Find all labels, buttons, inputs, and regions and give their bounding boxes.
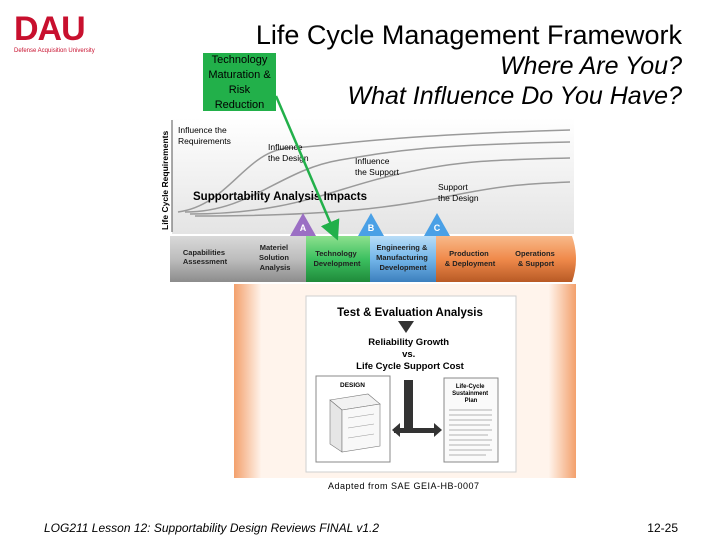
impacts-label: Supportability Analysis Impacts <box>193 191 367 203</box>
curve-support <box>189 157 571 215</box>
design-line <box>347 423 375 429</box>
phase-label-capabilities: Capabilities Assessment <box>183 248 228 266</box>
phase-technology <box>306 236 370 282</box>
plan-text-lines <box>449 409 492 456</box>
milestone-c-label: C <box>434 223 441 233</box>
milestone-b-label: B <box>368 223 375 233</box>
phase-label-emd: Engineering & Manufacturing Development <box>376 243 430 272</box>
phase-label-operations: Operations & Support <box>515 249 557 268</box>
milestone-a-label: A <box>300 223 307 233</box>
technology-maturation-callout: Technology Maturation & Risk Reduction <box>203 53 276 111</box>
curve-design <box>184 141 571 213</box>
milestone-b <box>358 213 384 236</box>
source-note: Adapted from SAE GEIA-HB-0007 <box>328 481 480 491</box>
callout-line: Reduction <box>214 99 265 111</box>
design-label: DESIGN <box>340 382 365 389</box>
footer-course: LOG211 Lesson 12: Supportability Design … <box>44 521 380 535</box>
y-axis-label: Life Cycle Requirements <box>160 131 170 230</box>
callout-line: Maturation & <box>208 69 271 81</box>
design-part-front <box>341 403 381 453</box>
phase-production <box>436 236 504 282</box>
phase-label-production: Production & Deployment <box>445 249 496 268</box>
curve-support-design <box>194 181 571 217</box>
callout-line: Technology <box>211 54 268 66</box>
te-down-arrow-icon <box>398 321 414 333</box>
milestone-c <box>424 213 450 236</box>
design-line <box>347 433 375 439</box>
callout-line: Risk <box>228 84 251 96</box>
plan-label: Life-Cycle Sustainment Plan <box>452 384 490 404</box>
curve-label-requirements: Influence the Requirements <box>178 125 231 146</box>
curve-label-support: Influence the Support <box>355 156 400 177</box>
design-line <box>347 413 375 419</box>
right-arrow-icon <box>434 423 442 437</box>
logo-text: DAU <box>14 10 86 48</box>
dau-logo: DAU Defense Acquisition University <box>12 10 117 58</box>
te-subtitle: Reliability Growth vs. Life Cycle Suppor… <box>356 337 465 372</box>
phase-materiel <box>251 236 306 282</box>
page-title: Life Cycle Management Framework <box>255 20 682 50</box>
subtitle-where: Where Are You? <box>499 52 682 80</box>
phase-capabilities <box>170 236 251 282</box>
te-title: Test & Evaluation Analysis <box>337 307 483 319</box>
pointer-arrow <box>274 95 340 241</box>
milestone-a <box>290 213 316 236</box>
curve-label-design: Influence the Design <box>268 142 309 163</box>
left-arrow-icon <box>392 423 400 437</box>
subtitle-influence: What Influence Do You Have? <box>347 82 682 110</box>
vertical-stem <box>404 380 413 430</box>
phase-label-materiel: Materiel Solution Analysis <box>259 243 291 272</box>
slide-number: 12-25 <box>647 521 678 535</box>
phase-operations <box>504 236 576 282</box>
horizontal-stem <box>394 428 434 433</box>
logo-subtitle: Defense Acquisition University <box>14 48 95 54</box>
phase-label-technology: Technology Development <box>313 249 361 268</box>
phase-emd <box>370 236 436 282</box>
curve-label-support-design: Support the Design <box>438 182 479 203</box>
